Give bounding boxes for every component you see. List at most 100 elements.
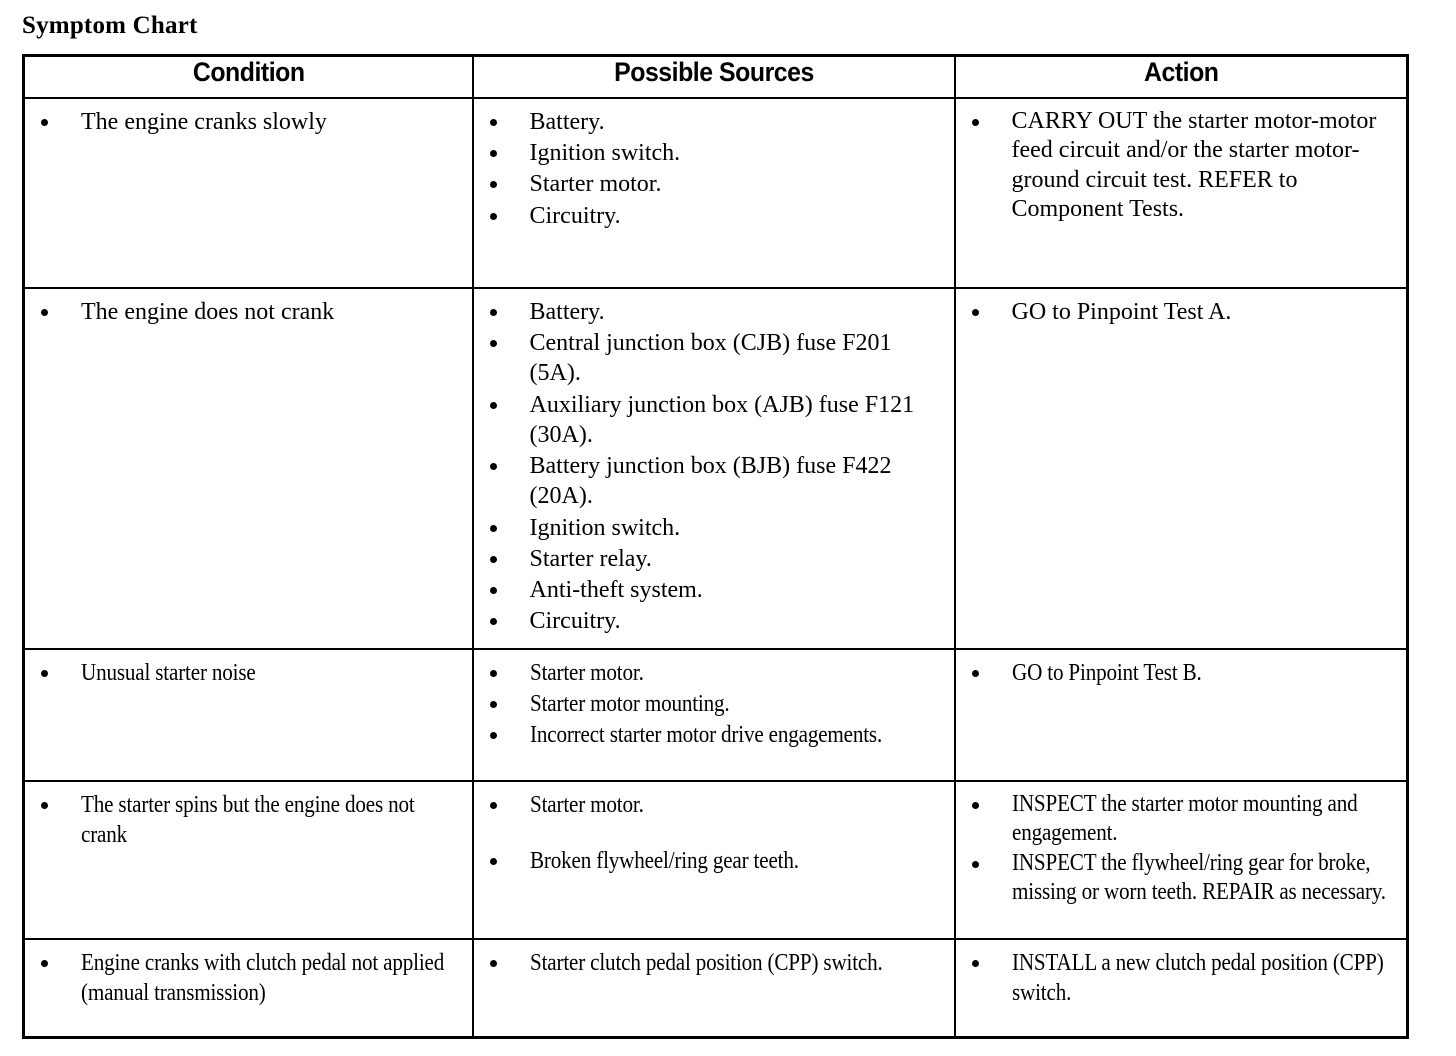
bullet-dot-icon xyxy=(489,700,497,708)
bullet-dot-icon xyxy=(41,119,48,126)
list-item: CARRY OUT the starter motor-motor feed c… xyxy=(956,107,1397,224)
cell-condition: Unusual starter noise xyxy=(22,647,474,782)
table-row: The engine does not crank Battery. Centr… xyxy=(22,287,1409,650)
list-item: The engine cranks slowly xyxy=(25,107,462,137)
bullet-list-action: INSPECT the starter motor mounting and e… xyxy=(956,782,1407,919)
list-item: Starter motor. xyxy=(474,169,944,199)
bullet-list-possible-sources: Starter motor. Starter motor mounting. I… xyxy=(474,650,954,762)
list-item: Incorrect starter motor drive engagement… xyxy=(474,720,944,750)
bullet-dot-icon xyxy=(489,959,497,967)
cell-condition: Engine cranks with clutch pedal not appl… xyxy=(22,937,474,1039)
cell-possible-sources: Battery. Ignition switch. Starter motor. xyxy=(471,97,956,289)
list-item: Broken flywheel/ring gear teeth. xyxy=(474,846,944,876)
list-item: INSPECT the starter motor mounting and e… xyxy=(956,790,1397,849)
bullet-dot-icon xyxy=(489,309,497,316)
bullet-list-action: GO to Pinpoint Test A. xyxy=(956,289,1407,338)
bullet-list-condition: The engine cranks slowly xyxy=(25,99,472,148)
bullet-list-condition: The engine does not crank xyxy=(25,289,472,338)
table-row: Unusual starter noise Starter motor. Sta… xyxy=(22,647,1409,782)
bullet-dot-icon xyxy=(489,618,497,626)
bullet-dot-icon xyxy=(489,669,497,677)
list-item: Battery. xyxy=(474,107,944,137)
list-item: Battery. xyxy=(474,297,944,327)
cell-action: GO to Pinpoint Test B. xyxy=(953,647,1409,782)
list-item: Circuitry. xyxy=(474,201,944,231)
bullet-dot-icon xyxy=(971,801,979,809)
table-row: Engine cranks with clutch pedal not appl… xyxy=(22,937,1409,1039)
bullet-dot-icon xyxy=(489,555,497,563)
cell-action: CARRY OUT the starter motor-motor feed c… xyxy=(953,97,1409,289)
list-item: The engine does not crank xyxy=(25,297,462,327)
bullet-dot-icon xyxy=(489,732,497,740)
column-header-condition: Condition xyxy=(40,54,456,99)
bullet-list-possible-sources: Battery. Central junction box (CJB) fuse… xyxy=(474,289,954,648)
bullet-list-possible-sources: Battery. Ignition switch. Starter motor. xyxy=(474,99,954,242)
bullet-dot-icon xyxy=(489,340,497,348)
column-header-action: Action xyxy=(971,54,1391,99)
cell-condition: The engine does not crank xyxy=(22,287,474,650)
bullet-dot-icon xyxy=(489,587,497,595)
bullet-list-condition: The starter spins but the engine does no… xyxy=(25,782,472,861)
cell-action: GO to Pinpoint Test A. xyxy=(953,287,1409,650)
list-item: Ignition switch. xyxy=(474,513,944,543)
bullet-dot-icon xyxy=(971,669,979,677)
bullet-dot-icon xyxy=(971,959,979,967)
cell-possible-sources: Starter motor. Starter motor mounting. I… xyxy=(471,647,956,782)
bullet-list-action: CARRY OUT the starter motor-motor feed c… xyxy=(956,99,1407,235)
bullet-dot-icon xyxy=(41,669,48,677)
symptom-chart-table: Condition Possible Sources Action The en… xyxy=(22,54,1409,1039)
bullet-dot-icon xyxy=(489,212,497,220)
list-item: Circuitry. xyxy=(474,606,944,636)
bullet-dot-icon xyxy=(489,524,497,532)
bullet-dot-icon xyxy=(489,857,497,865)
list-item: Starter motor. xyxy=(474,790,944,820)
page-title: Symptom Chart xyxy=(22,12,198,39)
list-item: Starter relay. xyxy=(474,544,944,574)
list-item: Starter motor mounting. xyxy=(474,689,944,719)
table-row: The engine cranks slowly Battery. Igniti… xyxy=(22,97,1409,289)
bullet-list-action: INSTALL a new clutch pedal position (CPP… xyxy=(956,940,1407,1019)
cell-possible-sources: Starter motor. Broken flywheel/ring gear… xyxy=(471,779,956,940)
cell-possible-sources: Battery. Central junction box (CJB) fuse… xyxy=(471,287,956,650)
bullet-dot-icon xyxy=(41,309,48,316)
bullet-dot-icon xyxy=(489,801,497,809)
table-header: Condition Possible Sources Action xyxy=(24,54,1408,99)
bullet-dot-icon xyxy=(489,181,497,189)
list-item: Engine cranks with clutch pedal not appl… xyxy=(25,948,462,1008)
bullet-list-condition: Unusual starter noise xyxy=(25,650,472,699)
list-item: Central junction box (CJB) fuse F201 (5A… xyxy=(474,328,944,388)
list-item: Starter motor. xyxy=(474,658,944,688)
table-body: The engine cranks slowly Battery. Igniti… xyxy=(22,97,1409,1039)
cell-possible-sources: Starter clutch pedal position (CPP) swit… xyxy=(471,937,956,1039)
list-item: INSPECT the flywheel/ring gear for broke… xyxy=(956,849,1397,908)
bullet-dot-icon xyxy=(489,463,497,471)
bullet-dot-icon xyxy=(41,959,48,967)
cell-condition: The engine cranks slowly xyxy=(22,97,474,289)
list-item: The starter spins but the engine does no… xyxy=(25,790,462,850)
bullet-dot-icon xyxy=(971,119,979,126)
bullet-dot-icon xyxy=(971,861,979,869)
bullet-list-condition: Engine cranks with clutch pedal not appl… xyxy=(25,940,472,1019)
bullet-dot-icon xyxy=(489,401,497,409)
table-row: The starter spins but the engine does no… xyxy=(22,779,1409,940)
list-item: Ignition switch. xyxy=(474,138,944,168)
list-item: INSTALL a new clutch pedal position (CPP… xyxy=(956,948,1397,1008)
list-item: Battery junction box (BJB) fuse F422 (20… xyxy=(474,451,944,511)
bullet-dot-icon xyxy=(489,119,497,126)
cell-condition: The starter spins but the engine does no… xyxy=(22,779,474,940)
list-item: Unusual starter noise xyxy=(25,658,462,688)
cell-action: INSPECT the starter motor mounting and e… xyxy=(953,779,1409,940)
column-header-possible-sources: Possible Sources xyxy=(490,54,937,99)
list-item: Starter clutch pedal position (CPP) swit… xyxy=(474,948,944,978)
list-item: GO to Pinpoint Test B. xyxy=(956,658,1397,688)
bullet-dot-icon xyxy=(489,150,497,158)
bullet-dot-icon xyxy=(41,801,48,809)
bullet-list-possible-sources: Starter clutch pedal position (CPP) swit… xyxy=(474,940,954,989)
bullet-list-possible-sources: Starter motor. Broken flywheel/ring gear… xyxy=(474,782,954,887)
header-row: Condition Possible Sources Action xyxy=(24,54,1408,99)
bullet-list-action: GO to Pinpoint Test B. xyxy=(956,650,1407,699)
list-item: Auxiliary junction box (AJB) fuse F121 (… xyxy=(474,390,944,450)
list-item: GO to Pinpoint Test A. xyxy=(956,297,1397,327)
cell-action: INSTALL a new clutch pedal position (CPP… xyxy=(953,937,1409,1039)
